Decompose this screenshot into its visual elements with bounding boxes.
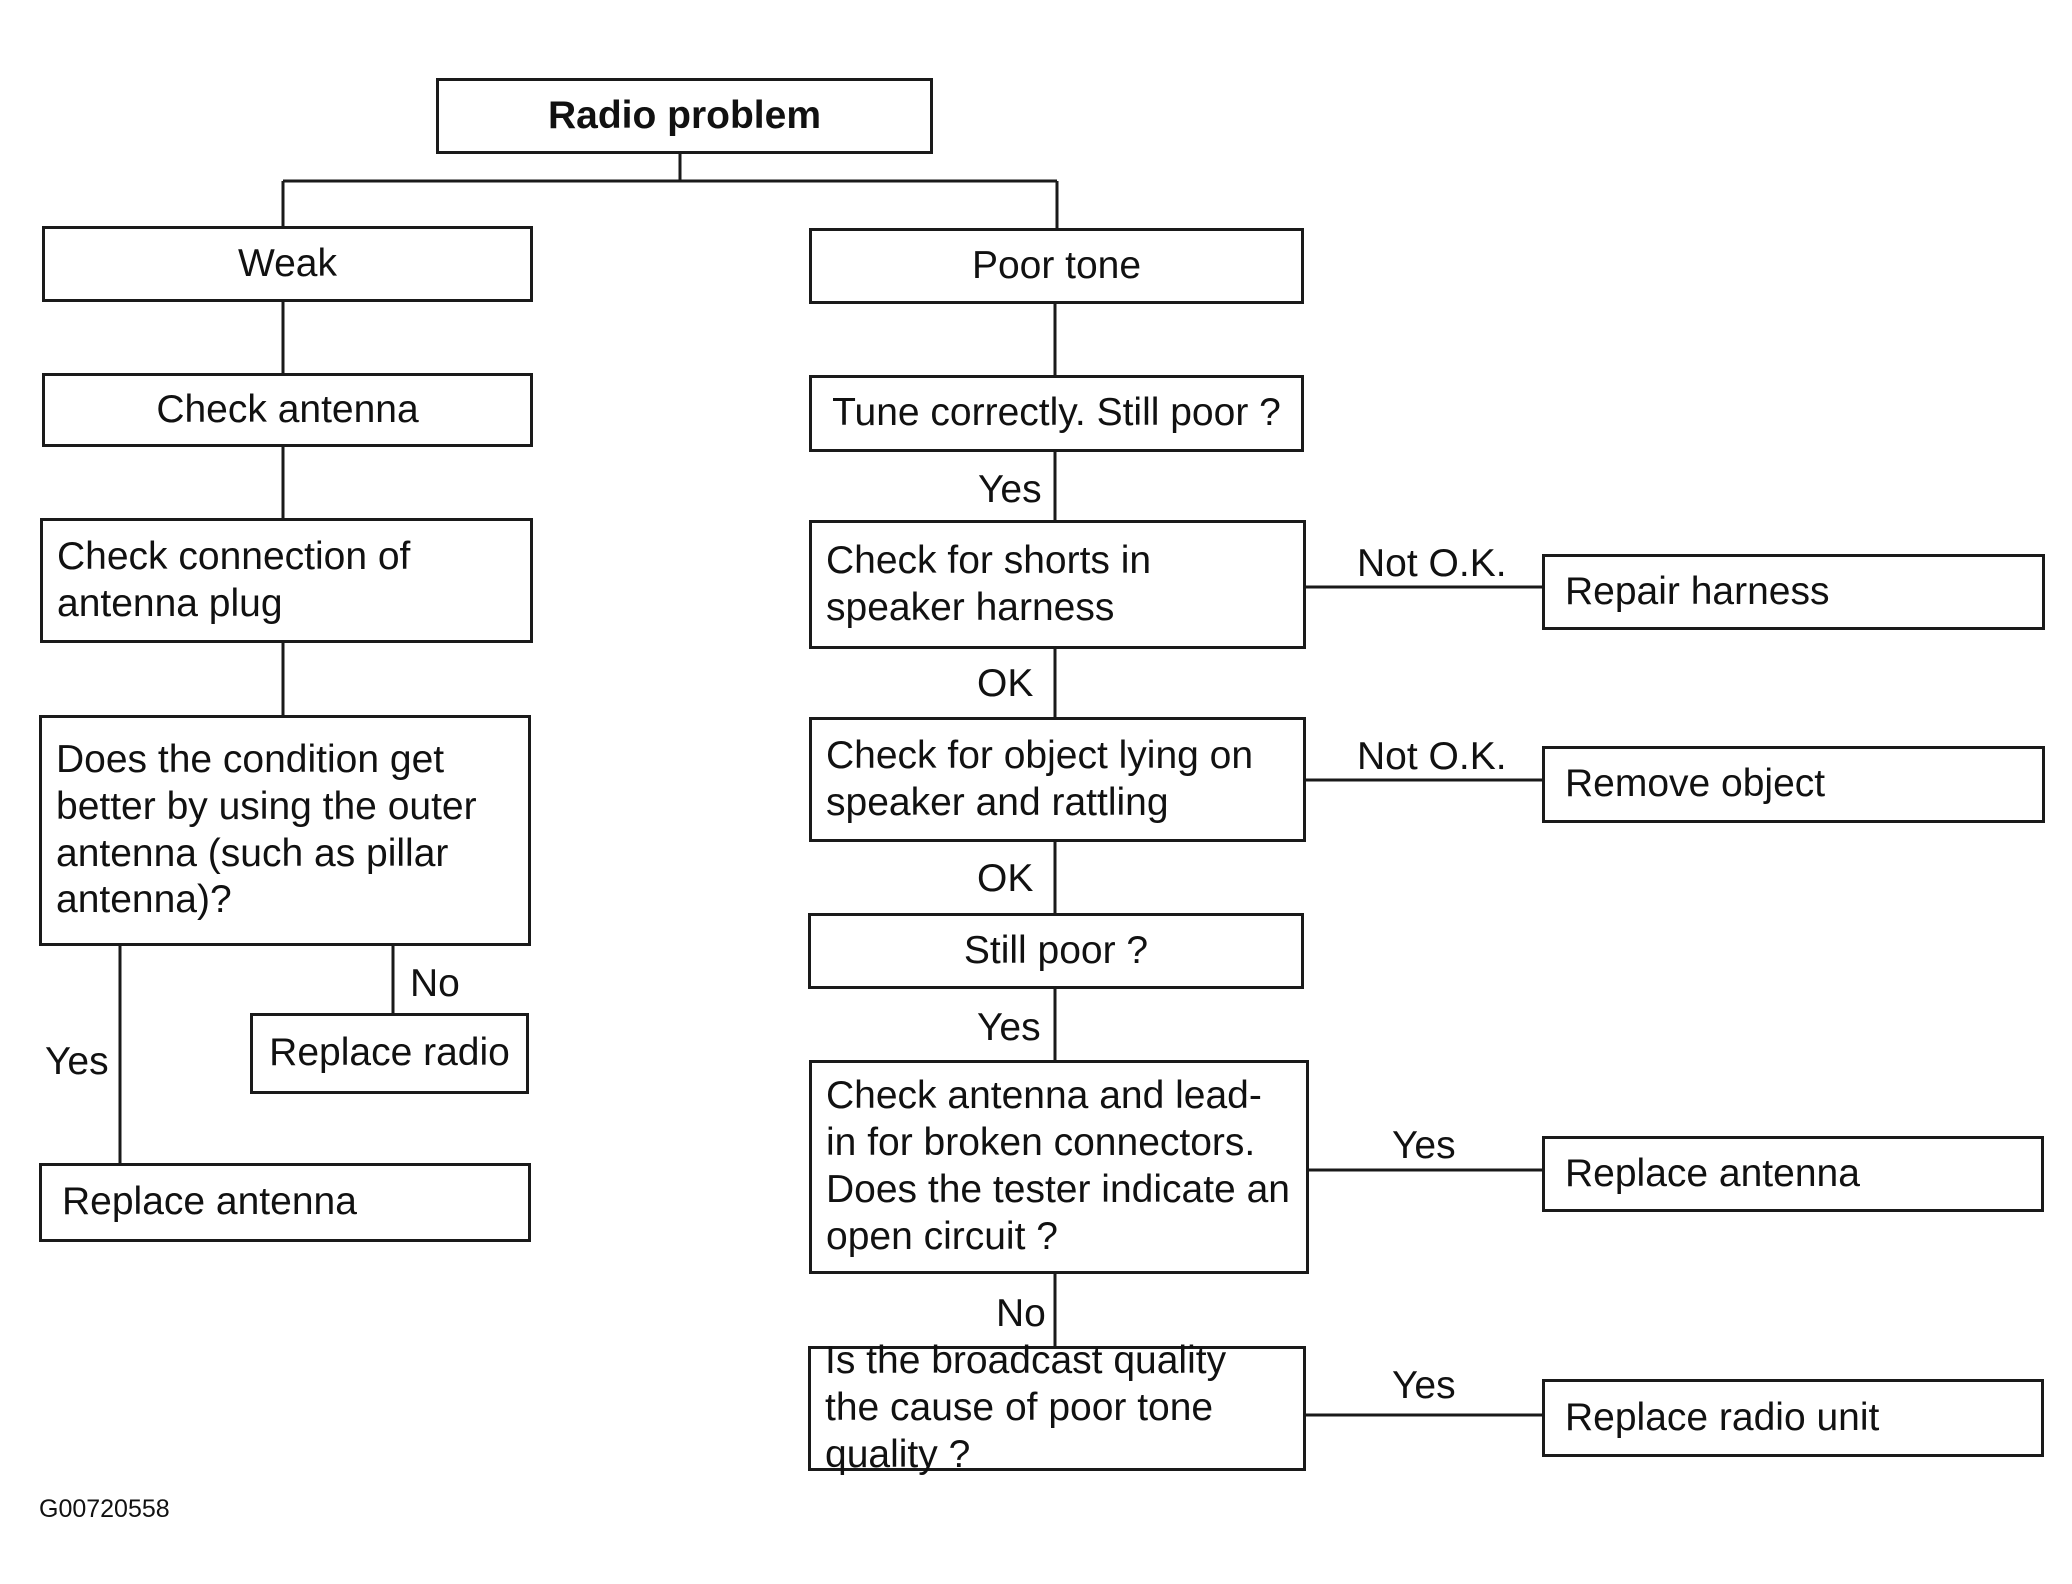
node-radio-problem: Radio problem bbox=[436, 78, 933, 154]
node-poor-tone: Poor tone bbox=[809, 228, 1304, 304]
label-not-ok-object: Not O.K. bbox=[1357, 735, 1507, 778]
node-broadcast-quality: Is the broadcast quality the cause of po… bbox=[808, 1339, 1306, 1476]
label-yes-open-circuit: Yes bbox=[1392, 1124, 1456, 1167]
node-check-object: Check for object lying on speaker and ra… bbox=[809, 717, 1306, 842]
label-yes-replace-antenna-left: Yes bbox=[45, 1040, 109, 1083]
node-replace-antenna-left: Replace antenna bbox=[39, 1163, 531, 1242]
label-no-replace-radio: No bbox=[410, 962, 460, 1005]
node-tune-correctly: Tune correctly. Still poor ? bbox=[809, 375, 1304, 452]
node-check-shorts: Check for shorts in speaker harness bbox=[809, 520, 1306, 649]
label-ok-after-shorts: OK bbox=[977, 662, 1034, 705]
node-replace-antenna-right: Replace antenna bbox=[1542, 1136, 2044, 1212]
node-check-antenna: Check antenna bbox=[42, 373, 533, 447]
node-replace-radio: Replace radio bbox=[250, 1013, 529, 1094]
node-check-connection: Check connection of antenna plug bbox=[40, 518, 533, 643]
node-check-antenna-leadin: Check antenna and lead-in for broken con… bbox=[809, 1060, 1309, 1274]
node-still-poor: Still poor ? bbox=[808, 913, 1304, 989]
label-yes-after-tune: Yes bbox=[978, 468, 1042, 511]
node-weak: Weak bbox=[42, 226, 533, 302]
node-outer-antenna-question: Does the condition get better by using t… bbox=[39, 715, 531, 946]
label-yes-after-still-poor: Yes bbox=[977, 1006, 1041, 1049]
label-no-open-circuit: No bbox=[996, 1292, 1046, 1335]
label-not-ok-shorts: Not O.K. bbox=[1357, 542, 1507, 585]
node-remove-object: Remove object bbox=[1542, 746, 2045, 823]
figure-code: G00720558 bbox=[39, 1495, 170, 1523]
label-ok-after-object: OK bbox=[977, 857, 1034, 900]
label-yes-broadcast: Yes bbox=[1392, 1364, 1456, 1407]
node-replace-radio-unit: Replace radio unit bbox=[1542, 1379, 2044, 1457]
node-repair-harness: Repair harness bbox=[1542, 554, 2045, 630]
